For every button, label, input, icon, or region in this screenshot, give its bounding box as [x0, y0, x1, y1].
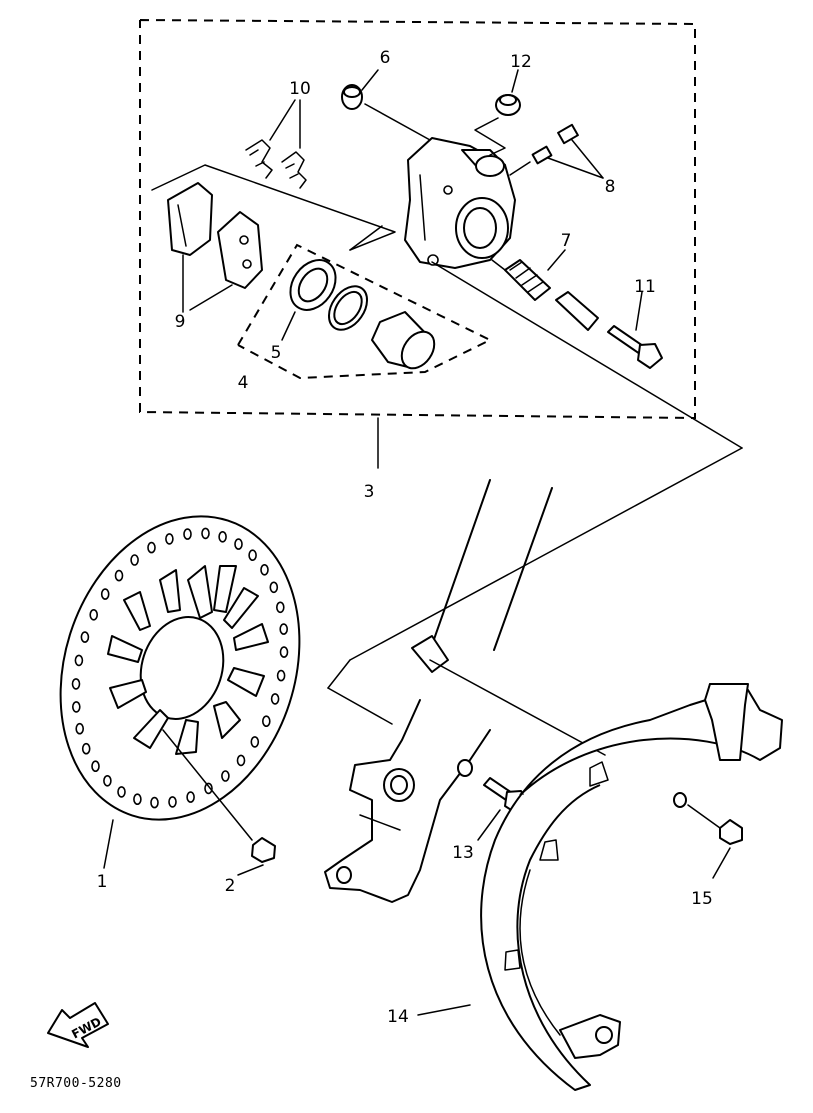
disc-vent-hole	[114, 569, 124, 582]
pins	[531, 123, 579, 165]
disc-vent-hole	[279, 623, 289, 635]
label-pad-spring: 10	[289, 79, 311, 99]
disc-vent-hole	[168, 796, 177, 808]
disc-vent-hole	[133, 793, 142, 806]
disc-vent-hole	[201, 527, 210, 540]
label-boot: 7	[561, 231, 572, 251]
disc-vent-hole	[275, 601, 285, 614]
label-bleed-screw: 12	[510, 52, 532, 72]
boot	[504, 259, 551, 301]
disc-cover	[480, 683, 783, 1091]
fwd-arrow-icon: FWD	[47, 1002, 109, 1048]
disc-vent-hole	[130, 554, 139, 566]
caliper-body	[404, 137, 516, 269]
cover-bolt	[719, 819, 743, 845]
disc-vent-hole	[147, 541, 156, 554]
disc-vent-hole	[261, 715, 271, 728]
seal-kit-bracket	[237, 243, 493, 380]
label-bleed-cap: 6	[380, 48, 391, 68]
label-brake-pad-kit: 9	[175, 312, 186, 332]
disc-vent-hole	[248, 549, 257, 562]
disc-vent-hole	[89, 608, 98, 621]
disc-bolt	[251, 837, 276, 863]
disc-vent-hole	[100, 588, 110, 600]
disc-vent-hole	[165, 533, 174, 545]
drawing-code: 57R700-5280	[30, 1076, 122, 1091]
disc-vent-hole	[81, 742, 91, 755]
disc-vent-hole	[186, 791, 195, 803]
pad-kit-bracket	[151, 164, 396, 251]
disc-vent-hole	[117, 786, 126, 798]
disc-vent-hole	[75, 722, 84, 735]
disc-vent-hole	[103, 774, 112, 787]
disc-vent-hole	[260, 563, 269, 576]
brake-disc	[59, 515, 301, 821]
label-caliper-bolt: 13	[452, 843, 474, 863]
disc-vent-hole	[74, 654, 84, 667]
brake-pads	[167, 182, 263, 289]
disc-vent-hole	[183, 528, 192, 540]
disc-vent-hole	[218, 530, 227, 543]
label-caliper-assembly: 3	[364, 482, 375, 502]
disc-vent-hole	[91, 760, 100, 773]
pad-springs	[245, 139, 307, 189]
label-disc-bolt: 2	[225, 876, 236, 896]
disc-vent-hole	[71, 678, 81, 690]
disc-vent-hole	[276, 669, 286, 682]
disc-vent-hole	[221, 770, 230, 782]
label-cover-bolt: 15	[691, 889, 713, 909]
bleed-screw	[495, 94, 521, 116]
disc-vent-hole	[269, 581, 279, 594]
disc-vent-hole	[80, 631, 90, 643]
label-caliper-seal-kit: 4	[238, 373, 249, 393]
label-disc-cover: 14	[387, 1007, 409, 1027]
bolt-11	[607, 325, 663, 369]
piston-seals	[289, 259, 369, 331]
label-piston-seal: 5	[271, 343, 282, 363]
disc-vent-hole	[279, 646, 289, 658]
disc-vent-hole	[72, 701, 81, 713]
label-bolt: 11	[634, 277, 656, 297]
piston	[371, 311, 436, 370]
disc-vent-hole	[234, 538, 243, 550]
label-disc: 1	[97, 872, 108, 892]
bleed-cap	[341, 84, 363, 110]
caliper-assembly-box	[139, 19, 696, 469]
fork-leg	[324, 479, 553, 903]
disc-vent-hole	[150, 796, 159, 809]
disc-vent-hole	[270, 693, 280, 705]
disc-vent-hole	[250, 736, 260, 748]
label-pin-set: 8	[605, 177, 616, 197]
disc-vent-hole	[204, 782, 213, 795]
disc-vent-hole	[236, 754, 246, 767]
sleeve	[555, 291, 599, 331]
